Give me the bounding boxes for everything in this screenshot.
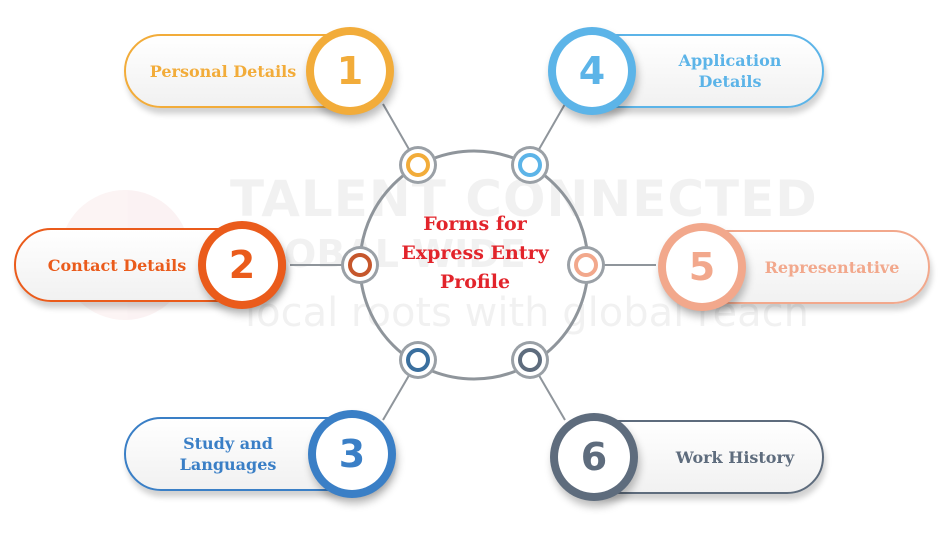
item-1-label-line-1: Personal Details (149, 61, 297, 81)
item-5-number: 5 (666, 231, 738, 303)
item-4-number: 4 (556, 35, 628, 107)
item-4-label: Application Details (640, 36, 820, 106)
item-2-label-line-1: Contact Details (47, 255, 187, 275)
item-4-number-badge: 4 (548, 27, 636, 115)
item-3-label: Study and Languages (132, 419, 324, 489)
connector-node-1 (399, 146, 437, 184)
item-3-number-badge: 3 (308, 410, 396, 498)
connector-node-2 (341, 246, 379, 284)
center-title-line-1: Forms for (423, 213, 527, 235)
connector-node-4 (511, 146, 549, 184)
node-dot (406, 348, 430, 372)
item-2-label: Contact Details (22, 230, 212, 300)
item-4-label-line-2: Details (698, 72, 762, 91)
item-1-number: 1 (314, 35, 386, 107)
item-1-number-badge: 1 (306, 27, 394, 115)
connector-node-3 (399, 341, 437, 379)
item-5-label: Representative (740, 232, 924, 302)
item-5-label-line-1: Representative (764, 257, 900, 277)
node-dot (518, 348, 542, 372)
item-4-label-line-1: Application (678, 51, 782, 70)
item-6-number-badge: 6 (550, 413, 638, 501)
item-3-number: 3 (316, 418, 388, 490)
item-6-label-line-1: Work History (675, 447, 795, 467)
center-title-line-2: Express Entry (401, 242, 549, 264)
item-6-number: 6 (558, 421, 630, 493)
item-3-label-line-2: Languages (179, 455, 277, 474)
item-5-number-badge: 5 (658, 223, 746, 311)
center-title-line-3: Profile (439, 271, 511, 293)
item-6-label: Work History (650, 422, 820, 492)
item-3-label-line-1: Study and (183, 434, 273, 453)
item-2-number-badge: 2 (198, 221, 286, 309)
center-title: Forms for Express Entry Profile (350, 210, 600, 297)
connector-node-5 (567, 246, 605, 284)
node-dot (348, 253, 372, 277)
node-dot (518, 153, 542, 177)
item-1-label: Personal Details (132, 36, 314, 106)
node-dot (406, 153, 430, 177)
node-dot (574, 253, 598, 277)
item-2-number: 2 (206, 229, 278, 301)
connector-node-6 (511, 341, 549, 379)
